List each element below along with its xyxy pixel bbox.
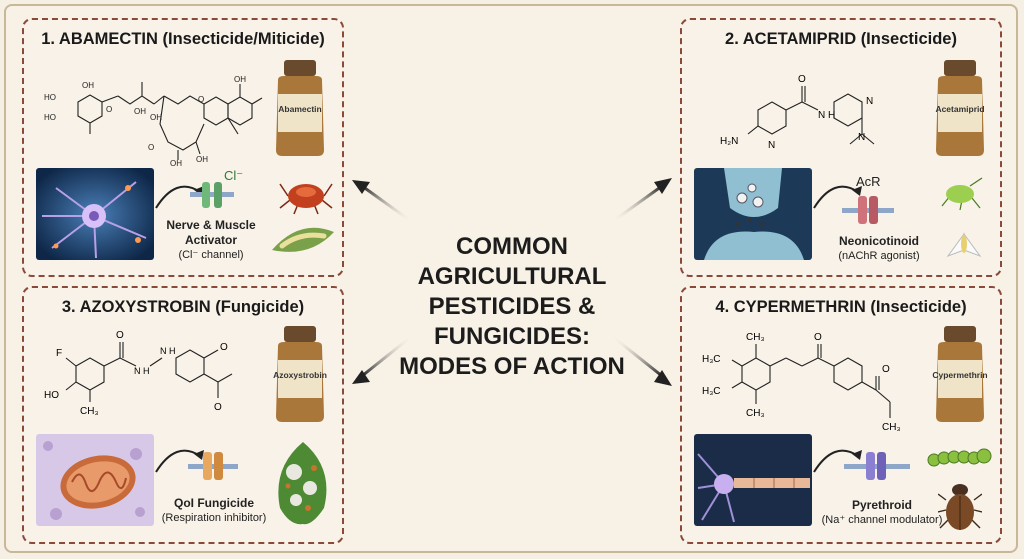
mol-label: N H xyxy=(160,346,176,356)
whitefly-icon xyxy=(946,232,982,258)
caption-title-2: Activator xyxy=(184,233,237,247)
arrow-to-azoxystrobin xyxy=(361,334,413,378)
curved-arrow xyxy=(155,449,204,473)
channel-label: Cl⁻ xyxy=(224,168,244,183)
acetamiprid-bottle: Acetamiprid xyxy=(930,58,990,158)
curved-arrow xyxy=(813,449,862,473)
bottle-label: Abamectin xyxy=(278,104,322,114)
mol-label: O xyxy=(116,330,124,341)
caption-title: Nerve & Muscle xyxy=(166,218,256,232)
arrowhead xyxy=(654,178,672,194)
mol-label: OH xyxy=(82,81,94,90)
mol-label: F xyxy=(56,348,62,359)
channel-label: AcR xyxy=(856,174,881,189)
azoxystrobin-structure: F HO CH₃ O N H N H O O xyxy=(44,330,233,417)
arrow-to-acetamiprid xyxy=(611,184,663,224)
mol-label: H₂N xyxy=(720,136,738,147)
title-line-3: MODES OF ACTION xyxy=(399,353,625,380)
bottle-label: Acetamiprid xyxy=(935,104,985,114)
mol-label: H₃C xyxy=(702,386,721,397)
mode-caption: Neonicotinoid (nAChR agonist) xyxy=(824,234,934,263)
azoxystrobin-bottle: Azoxystrobin xyxy=(270,324,330,424)
mol-label: O xyxy=(106,105,112,114)
complex-iii-icon xyxy=(188,452,238,480)
panel-cypermethrin: 4. CYPERMETHRIN (Insecticide) CH₃ H₃C H₃… xyxy=(680,286,1002,544)
title-line-1: COMMON AGRICULTURAL xyxy=(417,233,607,290)
mode-caption: Nerve & Muscle Activator (Cl⁻ channel) xyxy=(156,218,266,262)
mitochondria-image xyxy=(36,434,154,526)
synapse-image xyxy=(694,168,812,260)
arrow-to-cypermethrin xyxy=(611,334,663,378)
mol-label: OH xyxy=(150,113,162,122)
caption-subtitle: (Na⁺ channel modulator) xyxy=(821,514,943,526)
mol-label: H₃C xyxy=(702,354,721,365)
caption-title: Neonicotinoid xyxy=(839,234,919,248)
mol-label: OH xyxy=(134,107,146,116)
aphid-icon xyxy=(941,177,983,211)
cypermethrin-structure: CH₃ H₃C H₃C CH₃ O O CH₃ xyxy=(702,332,901,433)
arrowhead xyxy=(352,370,370,384)
chloride-channel-icon xyxy=(190,182,234,208)
arrow-to-abamectin xyxy=(361,184,413,224)
mol-label: N H xyxy=(818,110,835,121)
panel-title: 4. CYPERMETHRIN (Insecticide) xyxy=(715,298,967,316)
mol-label: CH₃ xyxy=(746,332,765,343)
nachr-receptor-icon xyxy=(842,196,894,224)
mol-label: N xyxy=(768,140,775,151)
mol-label: N xyxy=(858,132,865,143)
mol-label: OH xyxy=(234,75,246,84)
diseased-leaf-icon xyxy=(278,442,327,525)
mol-label: N xyxy=(866,96,873,107)
mol-label: CH₃ xyxy=(882,422,901,433)
acetamiprid-structure: H₂N O N H N N N xyxy=(720,74,875,151)
caption-subtitle: (nAChR agonist) xyxy=(838,250,920,262)
mol-label: HO xyxy=(44,390,59,401)
mol-label: N H xyxy=(134,366,150,376)
caption-subtitle: (Cl⁻ channel) xyxy=(178,249,244,261)
panel-abamectin: 1. ABAMECTIN (Insecticide/Miticide) HO H… xyxy=(22,18,344,277)
mol-label: CH₃ xyxy=(746,408,765,419)
mol-label: OH xyxy=(196,155,208,164)
mol-label: O xyxy=(798,74,806,85)
arrowhead xyxy=(352,180,370,194)
neuron-axon-image xyxy=(694,434,812,526)
mol-label: O xyxy=(198,95,204,104)
mol-label: O xyxy=(214,402,222,413)
caption-title: QoI Fungicide xyxy=(174,496,254,510)
mol-label: HO xyxy=(44,93,56,102)
panel-acetamiprid: 2. ACETAMIPRID (Insecticide) H₂N O N H N… xyxy=(680,18,1002,277)
beetle-icon xyxy=(938,484,982,530)
bottle-label: Cypermethrin xyxy=(932,370,988,380)
neuron-image xyxy=(36,168,154,260)
curved-arrow xyxy=(813,185,862,209)
caption-subtitle: (Respiration inhibitor) xyxy=(161,512,267,524)
caption-title: Pyrethroid xyxy=(851,498,912,512)
mol-label: OH xyxy=(170,159,182,166)
panel-azoxystrobin: 3. AZOXYSTROBIN (Fungicide) F HO CH₃ O N… xyxy=(22,286,344,544)
abamectin-structure: HO HO OH O OH OH O OH O OH OH xyxy=(44,75,263,166)
mode-caption: Pyrethroid (Na⁺ channel modulator) xyxy=(814,498,950,527)
mol-label: O xyxy=(220,342,228,353)
panel-title: 2. ACETAMIPRID (Insecticide) xyxy=(725,30,957,48)
sodium-channel-icon xyxy=(844,452,910,480)
mol-label: O xyxy=(814,332,822,343)
cypermethrin-bottle: Cypermethrin xyxy=(930,324,990,424)
abamectin-bottle: Abamectin xyxy=(270,58,330,158)
mite-icon xyxy=(279,183,333,215)
mol-label: HO xyxy=(44,113,56,122)
panel-title: 1. ABAMECTIN (Insecticide/Miticide) xyxy=(41,30,325,48)
leaf-miner-icon xyxy=(272,227,334,252)
mol-label: O xyxy=(148,143,154,152)
caterpillar-icon xyxy=(927,448,992,467)
bottle-label: Azoxystrobin xyxy=(273,370,327,380)
diagram-title: COMMON AGRICULTURAL PESTICIDES & FUNGICI… xyxy=(360,232,664,382)
title-line-2: PESTICIDES & FUNGICIDES: xyxy=(428,293,596,350)
mol-label: CH₃ xyxy=(80,406,99,417)
arrowhead xyxy=(654,370,672,386)
panel-title: 3. AZOXYSTROBIN (Fungicide) xyxy=(61,298,305,316)
mol-label: O xyxy=(882,364,890,375)
mode-caption: QoI Fungicide (Respiration inhibitor) xyxy=(152,496,276,525)
